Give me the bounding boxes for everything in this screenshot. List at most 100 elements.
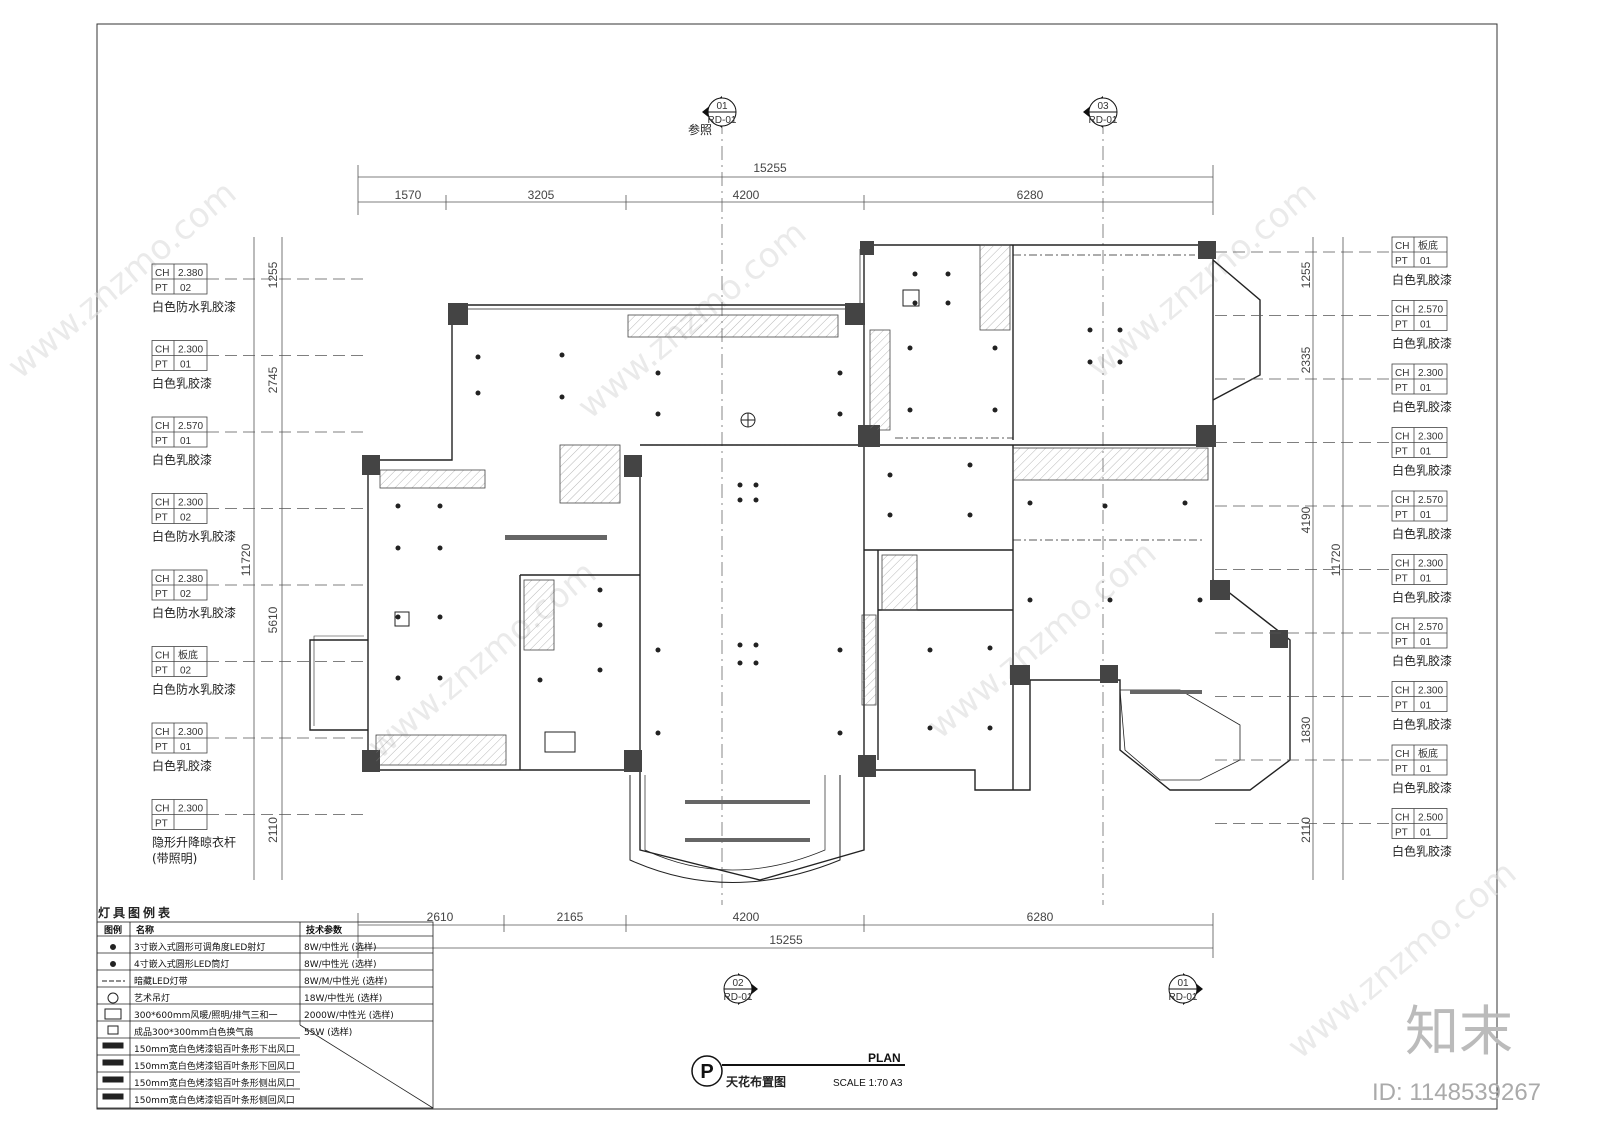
finish-label: 白色乳胶漆 bbox=[1392, 590, 1452, 605]
section-note: 参照 bbox=[688, 122, 712, 137]
pt-value: 01 bbox=[180, 436, 192, 447]
finish-label: 白色乳胶漆 bbox=[1392, 653, 1452, 668]
pt-key: PT bbox=[155, 513, 168, 524]
ch-key: CH bbox=[1395, 495, 1409, 506]
ch-key: CH bbox=[1395, 622, 1409, 633]
pt-value: 01 bbox=[1420, 828, 1432, 839]
pt-value: 01 bbox=[1420, 256, 1432, 267]
section-marker-bottom-left[interactable]: 02 RD-01 bbox=[723, 973, 758, 1005]
right-dim-seg-3: 4190 bbox=[1299, 506, 1313, 533]
title-mark: P bbox=[700, 1061, 713, 1083]
ch-key: CH bbox=[155, 727, 169, 738]
section-ref: RD-01 bbox=[1089, 115, 1118, 126]
ch-key: CH bbox=[155, 651, 169, 662]
finish-label: 白色防水乳胶漆 bbox=[152, 682, 236, 697]
ch-value: 板底 bbox=[1418, 239, 1438, 252]
drawing-title: 天花布置图 bbox=[726, 1074, 786, 1089]
ch-key: CH bbox=[1395, 749, 1409, 760]
ch-value: 2.300 bbox=[178, 804, 203, 815]
bottom-dim-seg-1: 2610 bbox=[427, 910, 454, 924]
pt-value: 01 bbox=[1420, 383, 1432, 394]
section-marker-top-right[interactable]: 03 RD-01 bbox=[1083, 96, 1118, 905]
ch-key: CH bbox=[1395, 432, 1409, 443]
pt-key: PT bbox=[1395, 764, 1408, 775]
watermark-brand: 知末 bbox=[1405, 1000, 1513, 1063]
watermark-site-4: www.znzmo.com bbox=[920, 533, 1164, 747]
section-ref: RD-01 bbox=[708, 115, 737, 126]
bottom-dim-seg-2: 2165 bbox=[557, 910, 584, 924]
top-dim-seg-3: 4200 bbox=[733, 188, 760, 202]
left-dim-seg-2: 2745 bbox=[266, 366, 280, 393]
section-ref: RD-01 bbox=[724, 992, 753, 1003]
pt-key: PT bbox=[155, 283, 168, 294]
ch-value: 板底 bbox=[1418, 747, 1438, 760]
section-marker-bottom-right[interactable]: 01 RD-01 bbox=[1168, 973, 1203, 1005]
legend-title: 灯具图例表 bbox=[98, 905, 173, 920]
ch-value: 2.570 bbox=[1418, 622, 1443, 633]
finish-label: 白色防水乳胶漆 bbox=[152, 605, 236, 620]
legend-row-name: 300*600mm风暖/照明/排气三和一 bbox=[134, 1009, 277, 1021]
left-dim-total: 11720 bbox=[239, 543, 253, 576]
finish-label: 白色乳胶漆 bbox=[1392, 336, 1452, 351]
left-dim-seg-1: 1255 bbox=[266, 261, 280, 288]
finish-label: 隐形升降晾衣杆 bbox=[152, 835, 236, 850]
finish-label: 白色乳胶漆 bbox=[152, 452, 212, 467]
finish-label: 白色乳胶漆 bbox=[1392, 463, 1452, 478]
pt-value: 01 bbox=[1420, 701, 1432, 712]
section-marker-top-left[interactable]: 01 RD-01 参照 bbox=[688, 96, 737, 905]
pt-value: 01 bbox=[1420, 764, 1432, 775]
legend-row-name: 暗藏LED灯带 bbox=[134, 975, 188, 987]
ch-key: CH bbox=[1395, 241, 1409, 252]
legend-row-name: 艺术吊灯 bbox=[134, 992, 170, 1004]
top-dim-seg-4: 6280 bbox=[1017, 188, 1044, 202]
pt-value: 01 bbox=[1420, 320, 1432, 331]
legend-header-spec: 技术参数 bbox=[306, 924, 343, 936]
section-ref: RD-01 bbox=[1169, 992, 1198, 1003]
ch-value: 2.570 bbox=[1418, 495, 1443, 506]
section-num: 03 bbox=[1097, 101, 1109, 112]
finish-label: 白色乳胶漆 bbox=[1392, 717, 1452, 732]
bottom-dim-seg-3: 4200 bbox=[733, 910, 760, 924]
ch-key: CH bbox=[1395, 813, 1409, 824]
ch-value: 2.500 bbox=[1418, 813, 1443, 824]
pt-key: PT bbox=[1395, 256, 1408, 267]
bottom-total-dim: 15255 bbox=[769, 933, 803, 947]
legend-row-name: 4寸嵌入式圆形LED筒灯 bbox=[134, 958, 229, 970]
legend-row-name: 150mm宽白色烤漆铝百叶条形侧出风口 bbox=[134, 1077, 295, 1089]
ch-value: 板底 bbox=[178, 649, 198, 662]
top-dim-seg-2: 3205 bbox=[528, 188, 555, 202]
ch-value: 2.300 bbox=[178, 498, 203, 509]
pt-key: PT bbox=[155, 436, 168, 447]
wall-columns bbox=[362, 241, 1288, 777]
pt-value: 01 bbox=[1420, 510, 1432, 521]
plan-label: PLAN bbox=[868, 1051, 901, 1065]
pt-value: 01 bbox=[180, 360, 192, 371]
right-dim-seg-4: 1830 bbox=[1299, 716, 1313, 743]
ch-key: CH bbox=[155, 268, 169, 279]
bottom-dim-seg-4: 6280 bbox=[1027, 910, 1054, 924]
watermark-site-1: www.znzmo.com bbox=[0, 173, 244, 387]
ch-value: 2.570 bbox=[1418, 305, 1443, 316]
ch-key: CH bbox=[1395, 559, 1409, 570]
ch-key: CH bbox=[155, 498, 169, 509]
pt-key: PT bbox=[1395, 320, 1408, 331]
ch-value: 2.300 bbox=[178, 345, 203, 356]
finish-label-2: (带照明) bbox=[152, 852, 197, 866]
sheet-border bbox=[96, 23, 1498, 1110]
art-pendant bbox=[740, 412, 756, 428]
pt-key: PT bbox=[1395, 574, 1408, 585]
pt-key: PT bbox=[1395, 447, 1408, 458]
pt-key: PT bbox=[155, 742, 168, 753]
legend-header-name: 名称 bbox=[136, 924, 154, 936]
